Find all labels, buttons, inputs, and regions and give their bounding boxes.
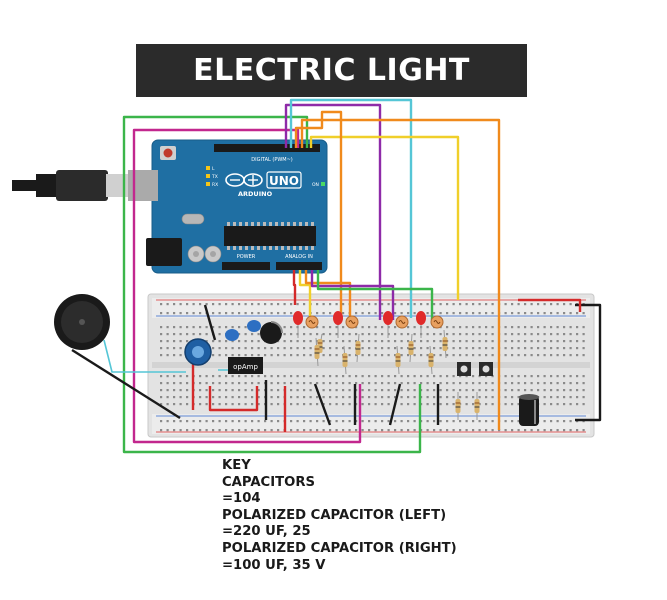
resistor [395,353,401,367]
resistor [342,353,348,367]
resistor [442,337,448,351]
board-maker: ARDUINO [238,190,273,198]
push-buttons [457,362,493,376]
rx-label: RX [212,182,218,188]
tx-label: TX [211,174,218,180]
resistor [455,399,461,413]
key-line: POLARIZED CAPACITOR (LEFT) [222,507,447,523]
power-jack [146,238,182,266]
resistor [408,341,414,355]
ceramic-capacitor [247,320,261,332]
photoresistors [305,315,444,329]
led [333,311,343,325]
usb-cable [12,170,158,201]
key-line: =104 [222,491,261,507]
opamp-label: opAmp [233,363,258,371]
opamp-chip: opAmp [228,357,263,374]
title-banner: ELECTRIC LIGHT PIANO [136,44,527,141]
led [383,311,393,325]
led [293,311,303,325]
key-heading: KEY [222,458,251,473]
polarized-capacitor-left [260,321,283,344]
l-label: L [212,166,215,172]
arduino-logo-icon [225,173,263,187]
on-label: ON [312,182,319,188]
resistor [474,399,480,413]
key-line: POLARIZED CAPACITOR (RIGHT) [222,540,457,556]
arduino-uno-board: UNO ARDUINO DIGITAL (PWM~) POWER ANALOG … [146,139,328,274]
resistor [314,345,320,359]
breadboard [147,293,595,438]
microcontroller-chip [224,226,316,246]
component-key: KEY CAPACITORS =104 POLARIZED CAPACITOR … [222,458,457,574]
reset-button [163,148,173,158]
digital-header-label: DIGITAL (PWM~) [251,157,293,163]
key-line: =100 UF, 35 V [222,557,326,573]
board-brand: UNO [269,174,299,188]
key-line: CAPACITORS [222,474,315,490]
resistors [314,329,480,420]
potentiometer [184,338,212,366]
polarized-capacitor-right [519,394,539,426]
resistor [355,341,361,355]
analog-header-label: ANALOG IN [285,254,313,260]
page-title: ELECTRIC LIGHT PIANO [193,53,470,141]
resistor [428,353,434,367]
key-line: =220 UF, 25 [222,524,311,540]
led [416,311,426,325]
leds [293,311,426,338]
ceramic-capacitor [225,329,239,341]
power-header-label: POWER [237,254,256,260]
piezo-buzzer [54,294,110,350]
